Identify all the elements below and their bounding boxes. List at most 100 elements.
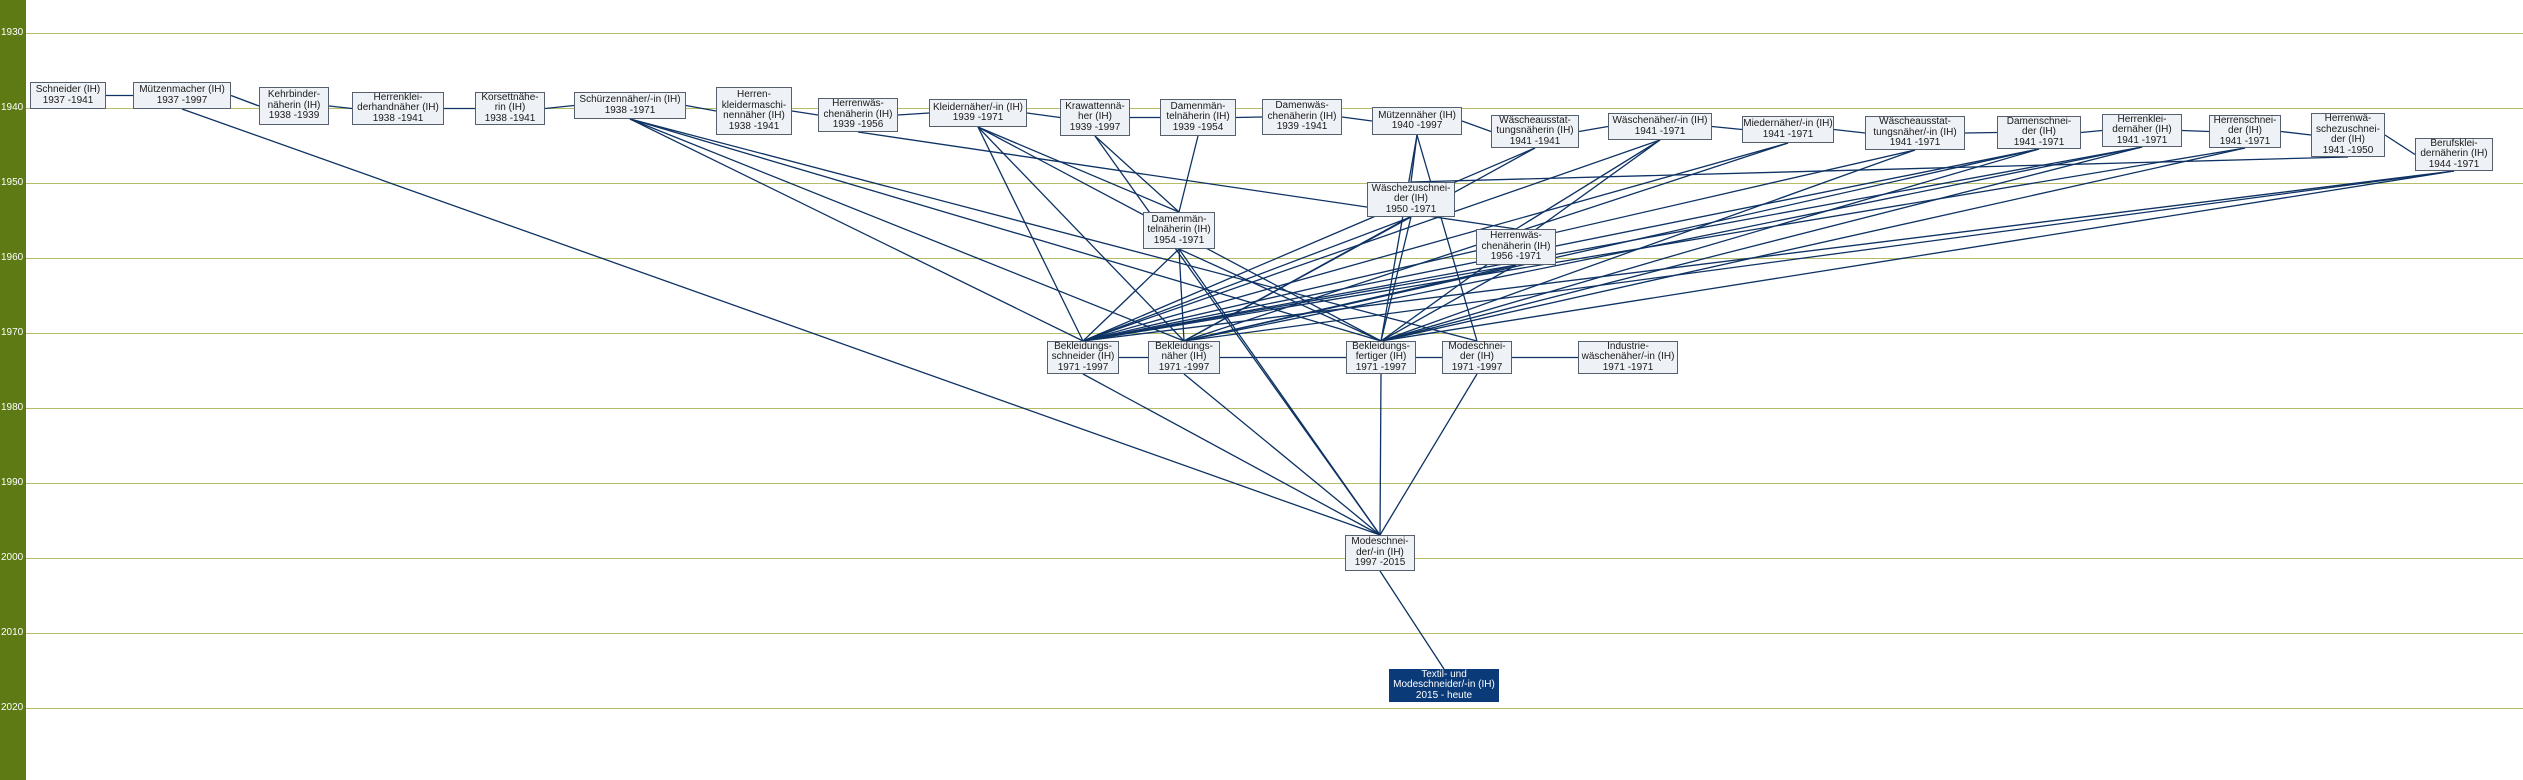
year-label: 2020 — [1, 702, 24, 713]
occupation-node[interactable]: Kehrbinder-näherin (IH)1938 -1939 — [259, 87, 329, 125]
node-line: her (IH) — [1078, 111, 1112, 123]
occupation-node[interactable]: Modeschnei-der (IH)1971 -1997 — [1442, 341, 1512, 374]
node-line: Herrenklei- — [373, 91, 423, 103]
occupation-node[interactable]: Bekleidungs-fertiger (IH)1971 -1997 — [1346, 341, 1416, 374]
node-line: 1938 -1939 — [268, 110, 320, 122]
occupation-node[interactable]: Herrenwä-schezuschnei-der (IH)1941 -1950 — [2311, 113, 2385, 157]
connection-line — [1183, 264, 1517, 342]
node-line: 1971 -1997 — [1355, 361, 1407, 373]
connection-line — [1094, 135, 1180, 213]
connection-line — [2280, 130, 2312, 136]
connection-line — [1094, 135, 1381, 536]
grid-line — [26, 183, 2523, 184]
grid-line — [26, 333, 2523, 334]
occupation-node[interactable]: Schürzennäher/-in (IH)1938 -1971 — [574, 92, 686, 119]
timeline-bar — [0, 0, 26, 780]
node-line: 1938 -1971 — [604, 104, 656, 116]
connection-line — [1380, 148, 2040, 342]
node-line: 1937 -1941 — [42, 94, 94, 106]
year-label: 1960 — [1, 252, 24, 263]
node-line: chenäherin (IH) — [823, 108, 893, 120]
occupation-node[interactable]: Wäscheausstat-tungsnäherin (IH)1941 -194… — [1491, 115, 1579, 148]
node-line: 1954 -1971 — [1153, 234, 1205, 246]
grid-line — [26, 633, 2523, 634]
node-line: 1937 -1997 — [156, 94, 208, 106]
connection-line — [897, 112, 930, 116]
occupation-node[interactable]: Herren-kleidermaschi-nennäher (IH)1938 -… — [716, 87, 792, 135]
node-line: derhandnäher (IH) — [357, 102, 439, 114]
node-line: 1956 -1971 — [1490, 251, 1542, 263]
node-line: 1971 -1997 — [1057, 361, 1109, 373]
node-line: 1939 -1997 — [1069, 121, 1121, 133]
node-line: 1941 -1971 — [2013, 136, 2065, 148]
year-label: 2010 — [1, 627, 24, 638]
node-line: Bekleidungs- — [1155, 340, 1213, 352]
connection-line — [1082, 170, 2455, 342]
connection-line — [1178, 135, 1199, 213]
node-line: chenäherin (IH) — [1481, 240, 1551, 252]
connection-line — [1082, 147, 2246, 342]
node-line: Krawattennä- — [1065, 100, 1125, 112]
occupation-node[interactable]: Krawattennä-her (IH)1939 -1997 — [1060, 99, 1130, 136]
year-label: 1940 — [1, 102, 24, 113]
occupation-node[interactable]: Wäschenäher/-in (IH)1941 -1971 — [1608, 113, 1712, 140]
node-line: rin (IH) — [494, 102, 526, 114]
node-line: 1940 -1997 — [1391, 120, 1443, 131]
occupation-node[interactable]: Wäscheausstat-tungsnäher/-in (IH)1941 -1… — [1865, 116, 1965, 150]
occupation-node[interactable]: Damenwäs-chenäherin (IH)1939 -1941 — [1262, 99, 1342, 135]
occupation-node[interactable]: Mützennäher (IH)1940 -1997 — [1372, 107, 1462, 135]
occupation-node[interactable]: Modeschnei-der/-in (IH)1997 -2015 — [1345, 535, 1415, 571]
connection-line — [1082, 373, 1381, 536]
occupation-node[interactable]: Berufsklei-dernäherin (IH)1944 -1971 — [2415, 138, 2493, 171]
node-line: dernäher (IH) — [2112, 124, 2172, 136]
node-line: der (IH) — [2022, 126, 2056, 138]
connection-line — [1380, 170, 2455, 342]
connection-line — [1082, 216, 1412, 342]
grid-line — [26, 33, 2523, 34]
connection-line — [328, 105, 353, 110]
occupation-node[interactable]: Miedernäher/-in (IH)1941 -1971 — [1742, 116, 1834, 143]
occupation-node[interactable]: Herrenwäs-chenäherin (IH)1939 -1956 — [818, 98, 898, 132]
connection-line — [1515, 139, 1661, 230]
occupation-node[interactable]: Herrenklei-dernäher (IH)1941 -1971 — [2102, 114, 2182, 147]
node-line: Miedernäher/-in (IH) — [1743, 118, 1833, 129]
occupation-node[interactable]: Damenschnei-der (IH)1941 -1971 — [1997, 116, 2081, 149]
occupation-node[interactable]: Wäschezuschnei-der (IH)1950 -1971 — [1367, 182, 1455, 217]
occupation-node[interactable]: Damenmän-telnäherin (IH)1939 -1954 — [1160, 99, 1236, 136]
occupation-node[interactable]: Herrenklei-derhandnäher (IH)1938 -1941 — [352, 92, 444, 125]
node-line: 1941 -1941 — [1509, 135, 1561, 147]
node-line: Kleidernäher/-in (IH) — [932, 101, 1024, 113]
node-line: wäschenäher/-in (IH) — [1581, 351, 1675, 363]
occupation-node[interactable]: Korsettnähe-rin (IH)1938 -1941 — [475, 92, 545, 125]
node-line: 1941 -1971 — [1634, 125, 1686, 137]
node-line: Wäschenäher/-in (IH) — [1612, 115, 1708, 126]
node-line: 1941 -1971 — [2219, 135, 2271, 147]
node-line: Herrenwäs- — [832, 98, 884, 110]
node-line: Damenmän- — [1170, 100, 1226, 112]
occupation-node[interactable]: Kleidernäher/-in (IH)1939 -1971 — [929, 99, 1027, 127]
connection-line — [230, 94, 260, 107]
connection-line — [544, 104, 575, 110]
node-line: Herrenschnei- — [2213, 114, 2277, 126]
occupation-node[interactable]: Bekleidungs-schneider (IH)1971 -1997 — [1047, 341, 1119, 374]
connection-line — [1461, 120, 1492, 133]
node-line: Mützennäher (IH) — [1378, 109, 1456, 121]
occupation-node[interactable]: Herrenwäs-chenäherin (IH)1956 -1971 — [1476, 229, 1556, 265]
connection-line — [1416, 134, 1478, 342]
occupation-node[interactable]: Damenmän-telnäherin (IH)1954 -1971 — [1143, 212, 1215, 249]
node-line: 1971 -1997 — [1158, 361, 1210, 373]
node-line: der (IH) — [2331, 134, 2365, 145]
node-line: 1941 -1950 — [2322, 144, 2374, 156]
node-line: nennäher (IH) — [723, 110, 785, 121]
connection-line — [1711, 125, 1743, 131]
occupation-node[interactable]: Mützenmacher (IH)1937 -1997 — [133, 82, 231, 109]
occupation-node[interactable]: Bekleidungs-näher (IH)1971 -1997 — [1148, 341, 1220, 374]
node-line: Wäscheausstat- — [1879, 116, 1951, 128]
occupation-node[interactable]: Herrenschnei-der (IH)1941 -1971 — [2209, 115, 2281, 148]
occupation-node[interactable]: Industrie-wäschenäher/-in (IH)1971 -1971 — [1578, 341, 1678, 374]
node-line: Schneider (IH) — [35, 84, 101, 95]
node-line: näherin (IH) — [267, 99, 321, 111]
occupation-node[interactable]: Schneider (IH)1937 -1941 — [30, 82, 106, 109]
connection-line — [977, 126, 1180, 213]
